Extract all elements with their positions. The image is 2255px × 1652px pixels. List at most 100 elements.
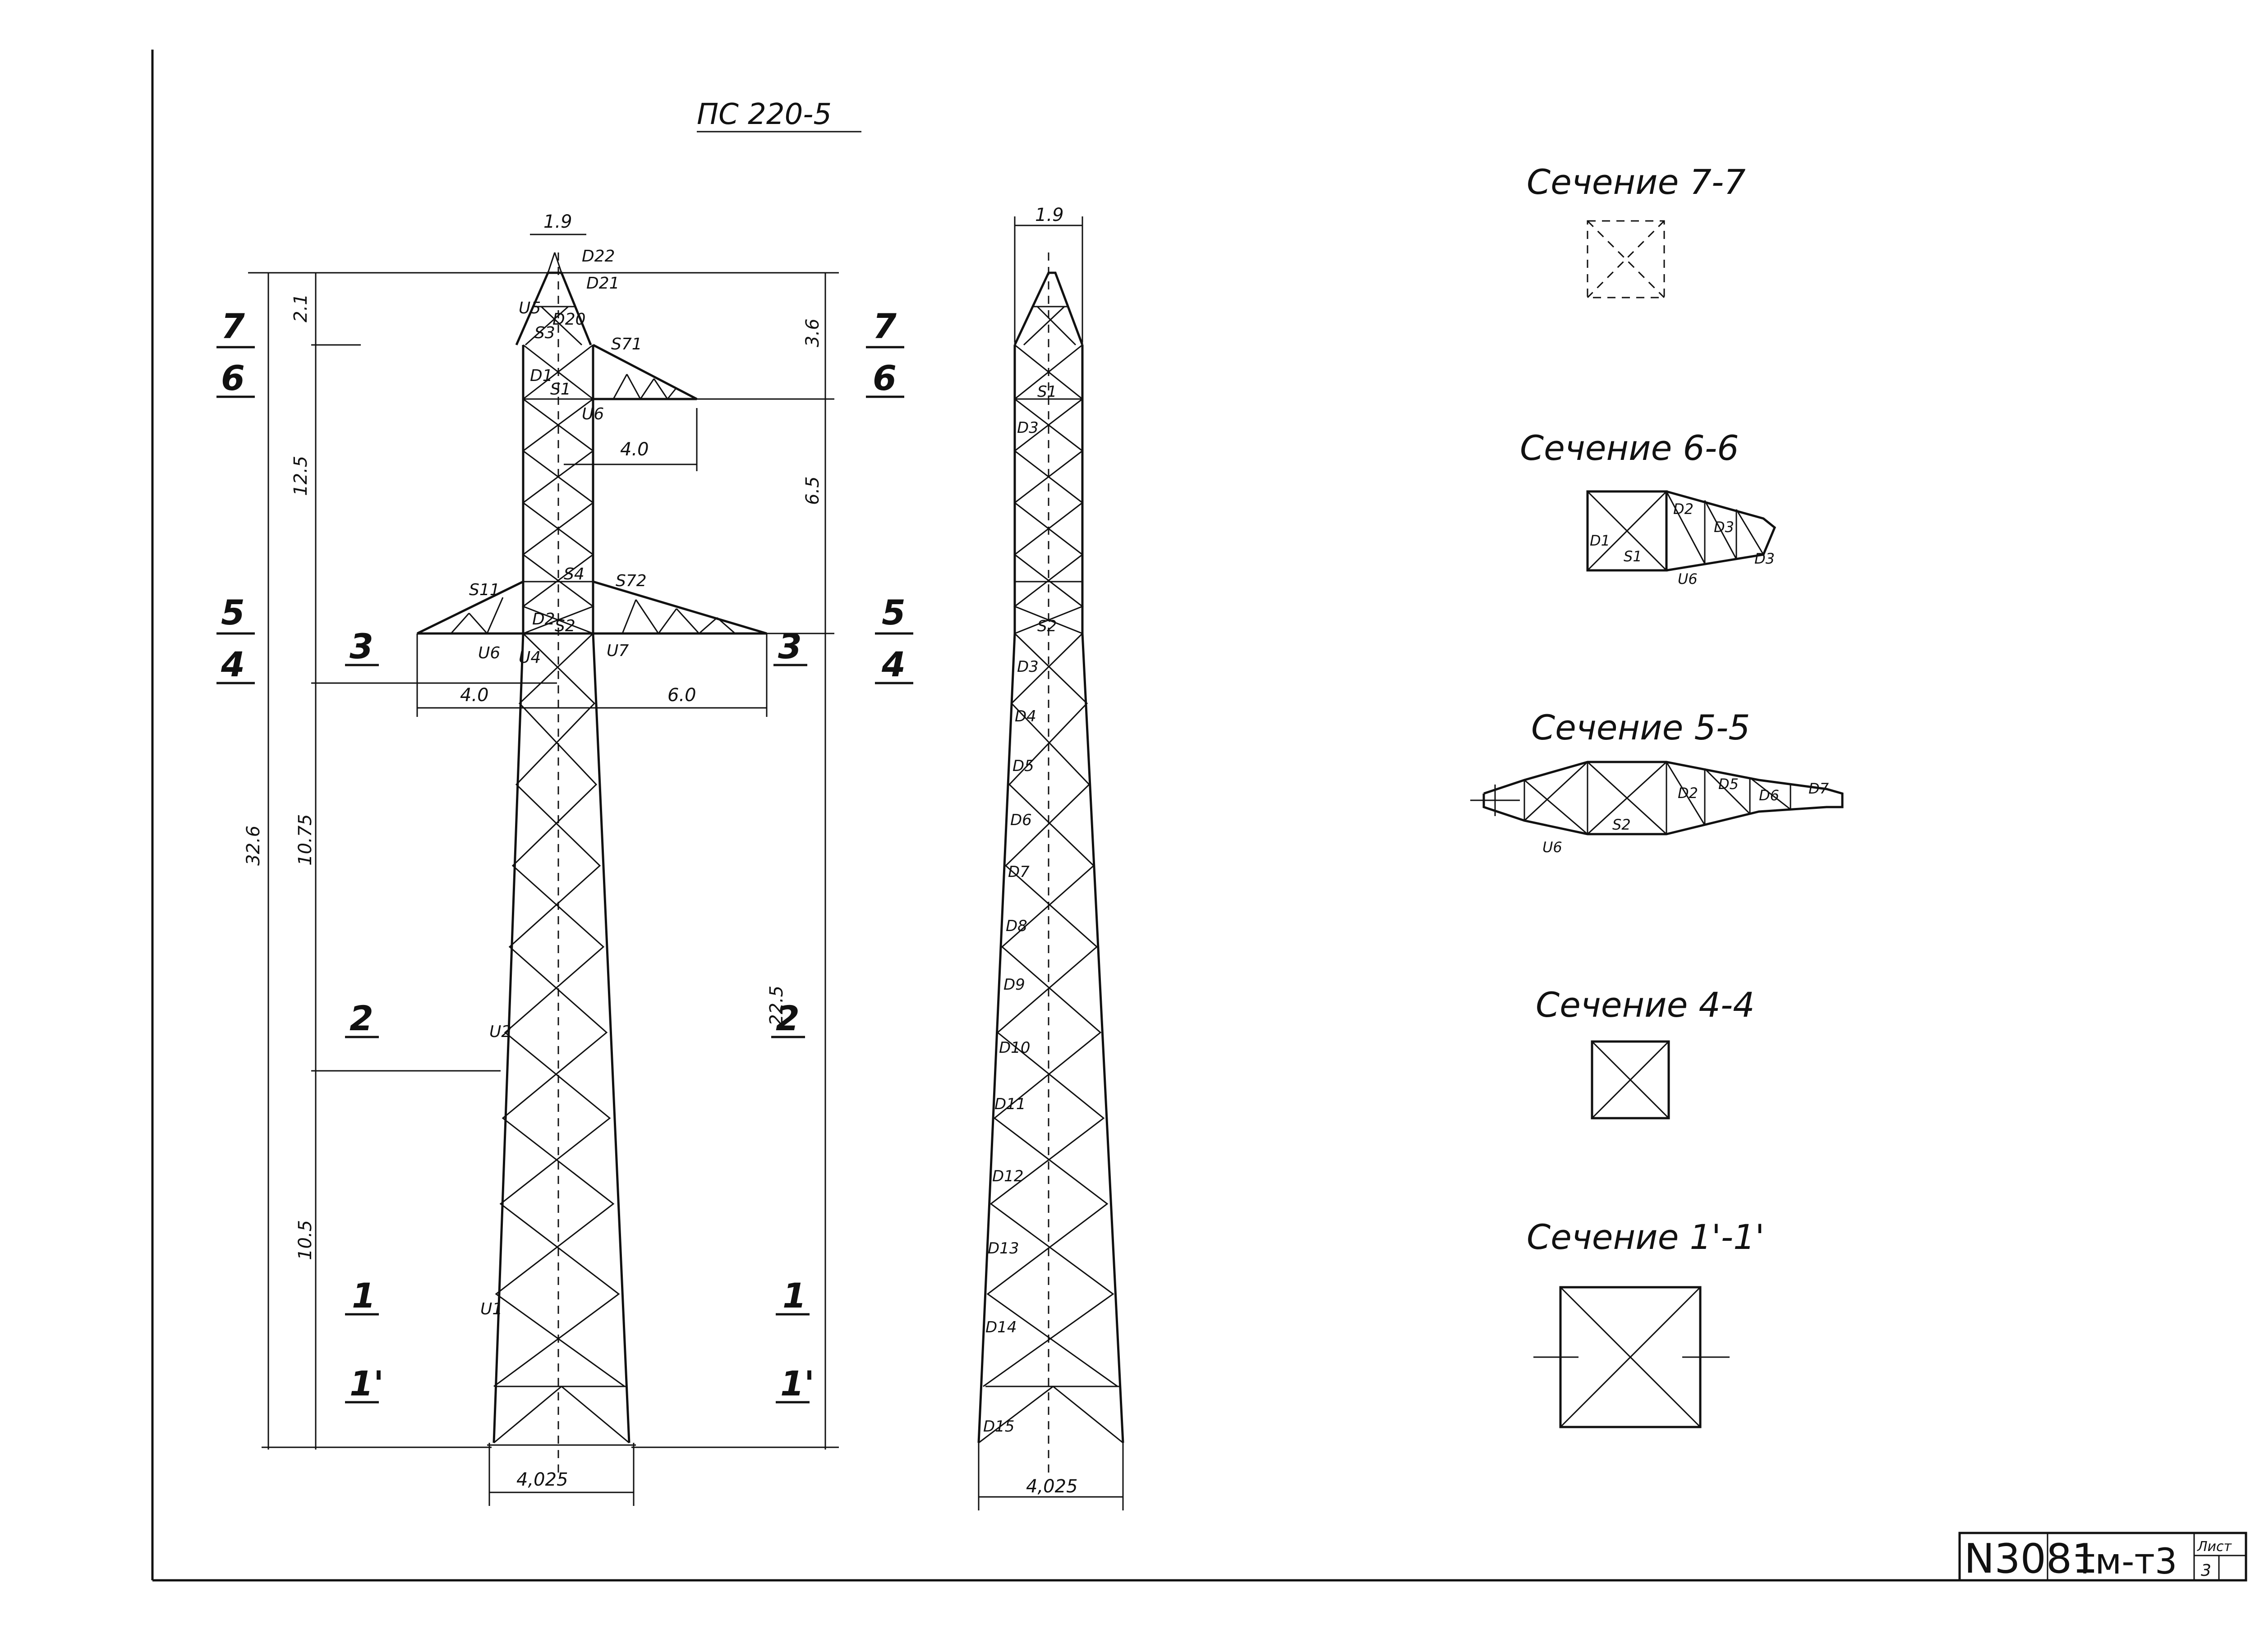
label-u6a: U6 xyxy=(582,405,604,423)
mark-7-right: 7 xyxy=(873,306,897,346)
dim-arm-top: 4.0 xyxy=(620,439,649,460)
stamp-sheet-label: Лист xyxy=(2197,1539,2232,1555)
side-label-6: D6 xyxy=(1010,811,1032,829)
side-label-5: D5 xyxy=(1012,757,1034,775)
side-label-9: D9 xyxy=(1003,976,1025,994)
label-s72: S72 xyxy=(616,572,647,590)
label-u4: U4 xyxy=(519,648,541,667)
side-label-3: D3 xyxy=(1017,658,1039,676)
dim-mid-h: 10.75 xyxy=(295,814,316,866)
label-s71: S71 xyxy=(611,335,642,353)
sec55-label-d7: D7 xyxy=(1809,780,1829,797)
mark-6-right: 6 xyxy=(873,358,897,398)
section-4-4-drawing xyxy=(1591,1040,1670,1120)
mark-6-left: 6 xyxy=(221,358,245,398)
front-view-tower xyxy=(416,252,768,1506)
side-label-15: D15 xyxy=(983,1418,1014,1436)
label-s1: S1 xyxy=(550,380,571,399)
mark-4-left: 4 xyxy=(221,644,245,684)
section-1p-1p-drawing xyxy=(1533,1286,1730,1428)
mark-1p-right: 1' xyxy=(780,1363,815,1404)
mark-1-right: 1 xyxy=(782,1276,806,1316)
mark-7-left: 7 xyxy=(221,306,245,346)
section-6-6-title: Сечение 6-6 xyxy=(1520,428,1739,468)
side-label-0: S1 xyxy=(1037,383,1057,401)
label-u2: U2 xyxy=(489,1023,511,1041)
side-member-labels: S1 D3 S2 D3 D4 D5 D6 D7 D8 D9 D10 D11 D1… xyxy=(983,383,1057,1436)
label-d20: D20 xyxy=(552,310,586,329)
sec66-label-d3: D3 xyxy=(1714,519,1734,536)
label-u6b: U6 xyxy=(478,644,500,662)
dim-base-side: 4,025 xyxy=(1026,1476,1078,1497)
label-d2: D2 xyxy=(532,610,555,629)
label-s11: S11 xyxy=(469,581,500,599)
section-6-6-drawing xyxy=(1586,490,1776,572)
mark-1-left: 1 xyxy=(352,1276,376,1316)
dim-right-top: 3.6 xyxy=(802,318,823,347)
label-d21: D21 xyxy=(586,274,620,293)
section-7-7-drawing xyxy=(1587,220,1665,298)
dim-top-width-side: 1.9 xyxy=(1035,205,1064,225)
side-label-7: D7 xyxy=(1008,863,1030,881)
section-5-5-drawing xyxy=(1470,761,1844,835)
label-d22: D22 xyxy=(582,247,615,266)
sec66-label-d3b: D3 xyxy=(1754,550,1775,567)
mark-3-right: 3 xyxy=(778,626,802,666)
sec66-label-u6: U6 xyxy=(1678,570,1698,587)
dim-right-mid: 6.5 xyxy=(802,476,823,505)
dim-low-h: 10.5 xyxy=(295,1220,316,1260)
sec55-label-d6: D6 xyxy=(1759,787,1779,804)
mark-5-right: 5 xyxy=(882,592,906,633)
section-7-7-title: Сечение 7-7 xyxy=(1527,162,1746,202)
mark-4-right: 4 xyxy=(881,644,906,684)
side-label-10: D10 xyxy=(999,1039,1030,1057)
stamp-suffix: тм-т3 xyxy=(2075,1542,2177,1582)
right-dimensions xyxy=(561,272,839,1450)
sec66-label-s1: S1 xyxy=(1624,548,1642,565)
side-label-8: D8 xyxy=(1006,917,1027,935)
drawing-title: ПС 220-5 xyxy=(697,98,832,131)
sec55-label-u6: U6 xyxy=(1542,839,1562,856)
sec55-label-d5: D5 xyxy=(1718,776,1739,793)
mark-2-left: 2 xyxy=(350,998,373,1038)
side-label-2: S2 xyxy=(1037,617,1057,635)
dim-arm-right: 6.0 xyxy=(667,685,696,706)
stamp-code: N3081 xyxy=(1964,1535,2098,1583)
label-u5: U5 xyxy=(519,299,541,317)
side-label-1: D3 xyxy=(1017,419,1039,437)
sec66-label-d2: D2 xyxy=(1673,500,1694,518)
side-label-12: D12 xyxy=(992,1167,1023,1185)
sec55-label-s2: S2 xyxy=(1612,816,1631,833)
side-label-13: D13 xyxy=(988,1239,1019,1257)
side-label-4: D4 xyxy=(1015,707,1036,725)
dim-arm-left: 4.0 xyxy=(460,685,489,706)
label-d1: D1 xyxy=(530,367,553,385)
dim-peak-h: 2.1 xyxy=(290,294,311,322)
label-s4: S4 xyxy=(564,565,584,583)
label-s3: S3 xyxy=(534,324,555,342)
mark-1p-left: 1' xyxy=(350,1363,384,1404)
sec55-label-d2: D2 xyxy=(1678,785,1698,802)
mark-3-left: 3 xyxy=(350,626,373,666)
side-label-11: D11 xyxy=(994,1095,1026,1113)
dim-base-front: 4,025 xyxy=(516,1469,568,1490)
section-1p-1p-title: Сечение 1'-1' xyxy=(1527,1217,1764,1257)
title-stamp: N3081 тм-т3 Лист 3 xyxy=(1958,1532,2247,1583)
sec66-label-d1: D1 xyxy=(1590,532,1610,549)
label-u1: U1 xyxy=(480,1300,502,1318)
section-5-5-title: Сечение 5-5 xyxy=(1531,707,1750,748)
mark-2-right: 2 xyxy=(776,998,800,1038)
label-s2: S2 xyxy=(555,617,575,635)
stamp-sheet-no: 3 xyxy=(2201,1561,2211,1580)
dim-top-width: 1.9 xyxy=(543,211,572,232)
side-label-14: D14 xyxy=(985,1318,1017,1336)
dim-right-low: 22.5 xyxy=(766,986,787,1026)
side-view-tower xyxy=(977,216,1124,1510)
left-dimensions xyxy=(248,272,557,1450)
section-4-4-title: Сечение 4-4 xyxy=(1536,985,1755,1025)
dim-total-h: 32.6 xyxy=(243,826,264,866)
mark-5-left: 5 xyxy=(221,592,245,633)
label-u7: U7 xyxy=(607,642,629,660)
dim-upper-h: 12.5 xyxy=(290,456,311,496)
